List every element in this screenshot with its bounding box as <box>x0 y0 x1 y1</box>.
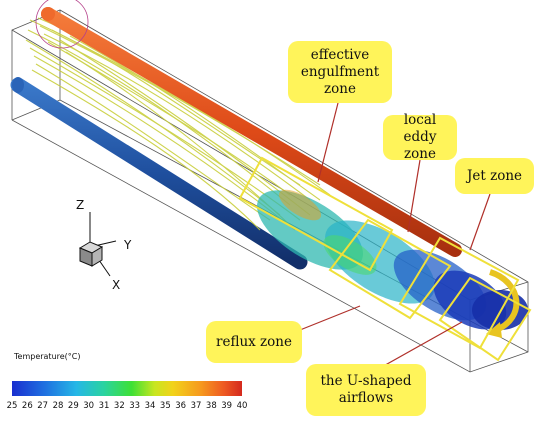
label-reflux-zone: reflux zone <box>206 321 302 363</box>
legend-tick: 30 <box>83 401 95 411</box>
legend-title: Temperature(°C) <box>14 352 81 361</box>
label-effective-engulfment-zone: effective engulfment zone <box>288 41 392 103</box>
legend-tick: 39 <box>221 401 233 411</box>
label-local-eddy-zone: local eddy zone <box>383 112 457 162</box>
legend-tick: 28 <box>52 401 64 411</box>
axis-label-x: X <box>112 278 121 292</box>
legend-tick: 37 <box>190 401 202 411</box>
legend-tick: 40 <box>236 401 248 411</box>
zone-outlines <box>238 156 532 362</box>
temperature-color-bar <box>12 381 242 396</box>
callout-lines <box>299 102 491 369</box>
legend-tick: 38 <box>205 401 217 411</box>
cold-air-duct <box>10 77 308 270</box>
legend-tick: 25 <box>6 401 18 411</box>
label-jet-zone: Jet zone <box>455 158 534 194</box>
u-shape-arrow <box>486 269 520 338</box>
legend-tick: 29 <box>67 401 79 411</box>
axis-label-z: Z <box>76 198 85 212</box>
label-u-shaped-airflows: the U-shaped airflows <box>306 364 426 416</box>
legend-tick: 31 <box>98 401 110 411</box>
axis-cube <box>78 241 104 267</box>
legend-tick: 35 <box>159 401 171 411</box>
legend-tick: 26 <box>21 401 33 411</box>
axis-triad <box>78 212 117 277</box>
legend-tick: 36 <box>175 401 187 411</box>
axis-label-y: Y <box>124 238 132 252</box>
legend-tick: 27 <box>37 401 49 411</box>
legend-tick: 32 <box>113 401 125 411</box>
hot-air-duct <box>35 0 462 257</box>
legend-tick: 33 <box>129 401 141 411</box>
legend-tick: 34 <box>144 401 156 411</box>
